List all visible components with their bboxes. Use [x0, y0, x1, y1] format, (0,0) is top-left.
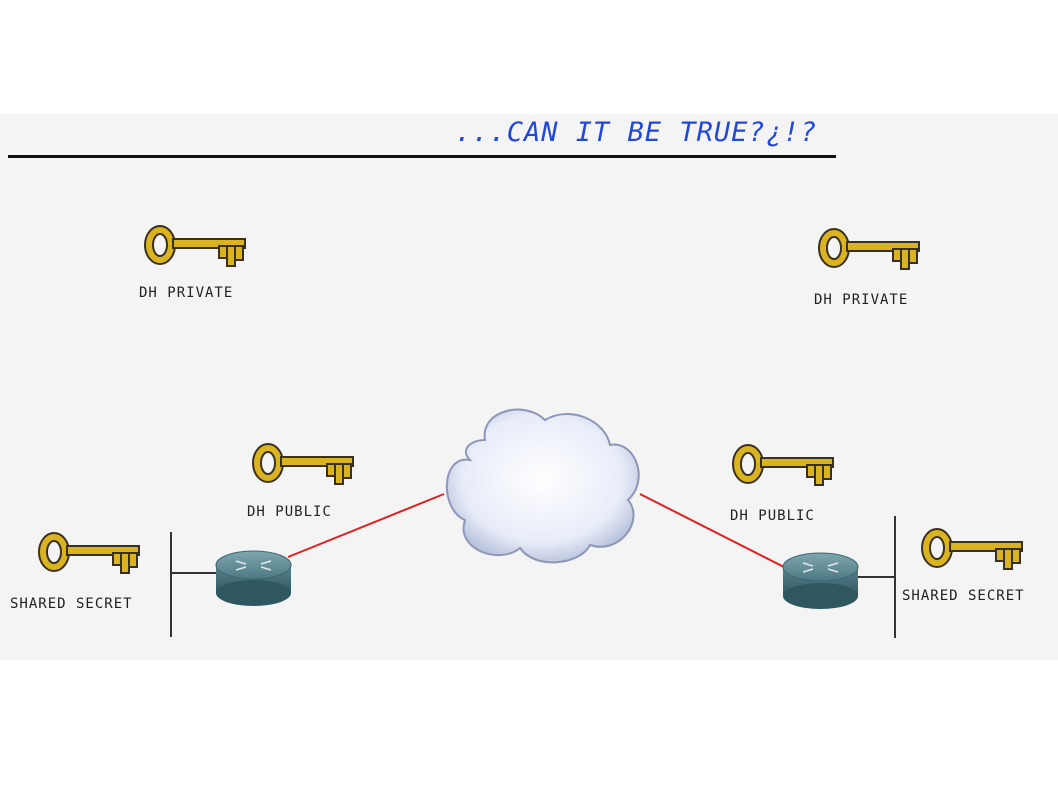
right-private-key-icon — [818, 228, 920, 270]
left-public-key-icon — [252, 443, 354, 485]
right-router-icon — [782, 552, 859, 609]
left-router-icon — [215, 550, 292, 606]
right-lan-connector — [858, 576, 894, 578]
right-shared-key-icon — [921, 528, 1023, 570]
right-public-label: DH PUBLIC — [730, 508, 815, 524]
left-private-key-icon — [144, 225, 246, 267]
slide-canvas — [0, 114, 1058, 660]
left-public-label: DH PUBLIC — [247, 504, 332, 520]
right-public-key-icon — [732, 444, 834, 486]
left-private-label: DH PRIVATE — [139, 285, 234, 301]
internet-cloud-icon — [445, 408, 640, 564]
left-lan-segment — [170, 532, 172, 637]
title-underline — [8, 155, 836, 158]
left-lan-connector — [170, 572, 216, 574]
right-link-line — [639, 493, 785, 568]
left-link-line — [287, 493, 445, 558]
right-shared-label: SHARED SECRET — [902, 588, 1025, 604]
right-lan-segment — [894, 516, 896, 638]
right-private-label: DH PRIVATE — [814, 292, 909, 308]
slide-title: ...CAN IT BE TRUE?¿!? — [455, 117, 818, 148]
left-shared-label: SHARED SECRET — [10, 596, 133, 612]
left-shared-key-icon — [38, 532, 140, 574]
